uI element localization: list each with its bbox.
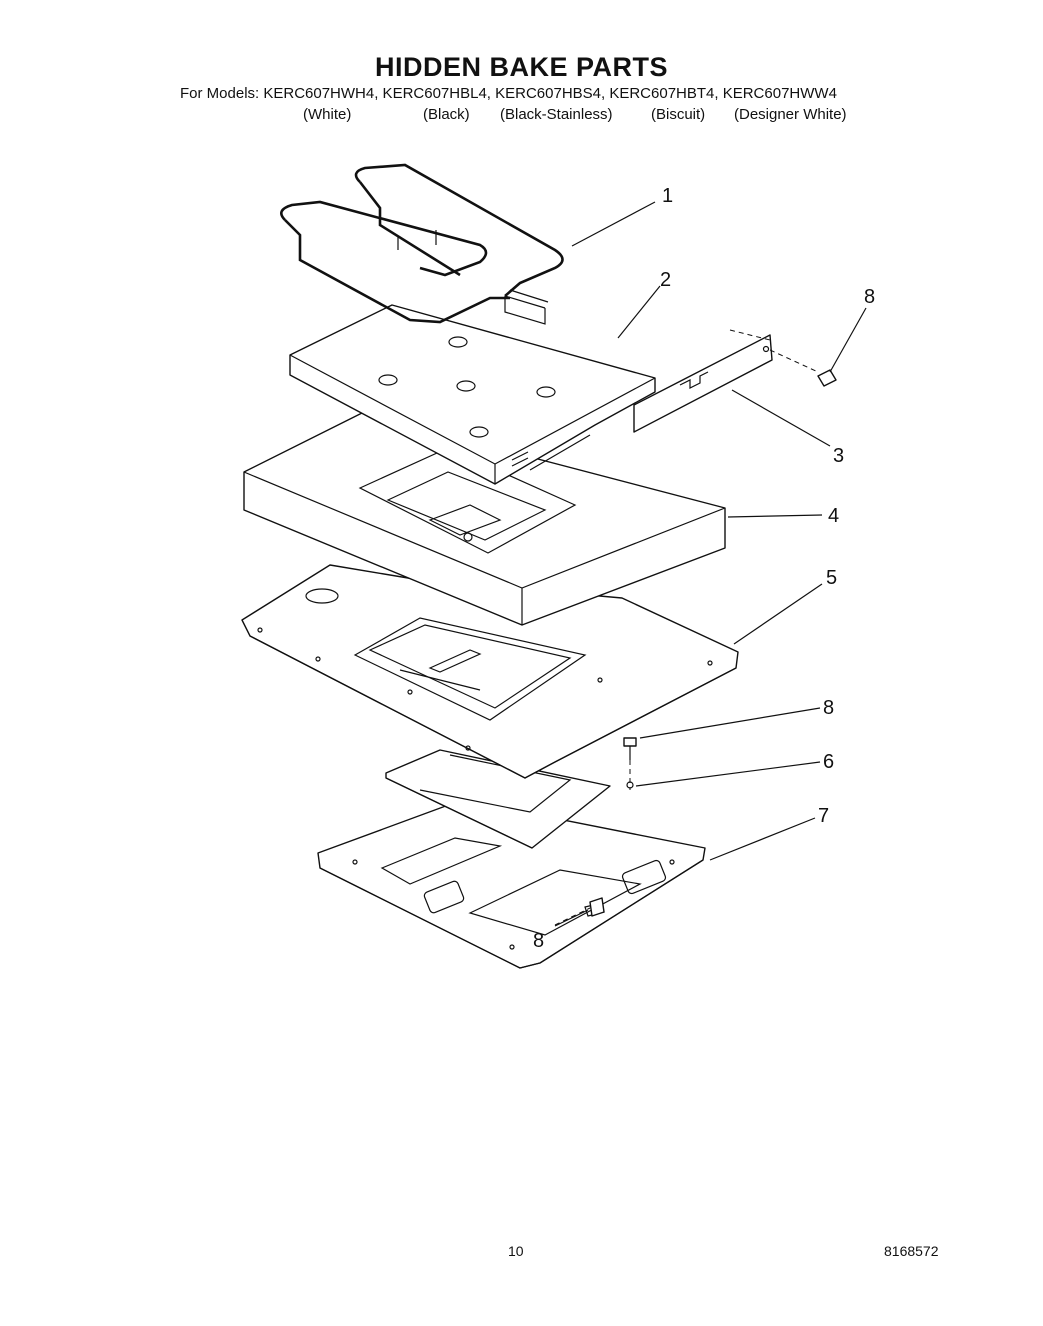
callout-1: 1	[662, 185, 673, 207]
callout-8-top: 8	[864, 286, 875, 308]
models-line: For Models: KERC607HWH4, KERC607HBL4, KE…	[180, 85, 837, 102]
callout-8-middle: 8	[823, 697, 834, 719]
color-white: (White)	[303, 106, 352, 123]
callout-3: 3	[833, 445, 844, 467]
callout-7: 7	[818, 805, 829, 827]
callout-5: 5	[826, 567, 837, 589]
part-7-bottom-cover	[317, 799, 706, 969]
part-1-bake-element	[280, 163, 564, 325]
part-5-oven-bottom-panel	[241, 564, 739, 779]
callout-6: 6	[823, 751, 834, 773]
part-2-element-housing	[289, 304, 656, 485]
document-number: 8168572	[884, 1243, 939, 1259]
color-black-stainless: (Black-Stainless)	[500, 106, 613, 123]
callout-8-bottom: 8	[533, 930, 544, 952]
part-8-screw-middle	[623, 737, 637, 790]
leader-lines	[554, 201, 867, 927]
page-title: HIDDEN BAKE PARTS	[374, 52, 668, 82]
color-biscuit: (Biscuit)	[651, 106, 706, 123]
color-black: (Black)	[423, 106, 470, 123]
callout-2: 2	[660, 269, 671, 291]
callout-4: 4	[828, 505, 839, 527]
color-designer-white: (Designer White)	[734, 106, 847, 123]
page-number: 10	[508, 1243, 524, 1259]
part-8-screw-bottom	[554, 897, 605, 926]
part-6-heat-shield	[385, 749, 611, 849]
part-3-cover-bracket	[633, 329, 773, 433]
part-8-screw-top	[769, 349, 837, 387]
